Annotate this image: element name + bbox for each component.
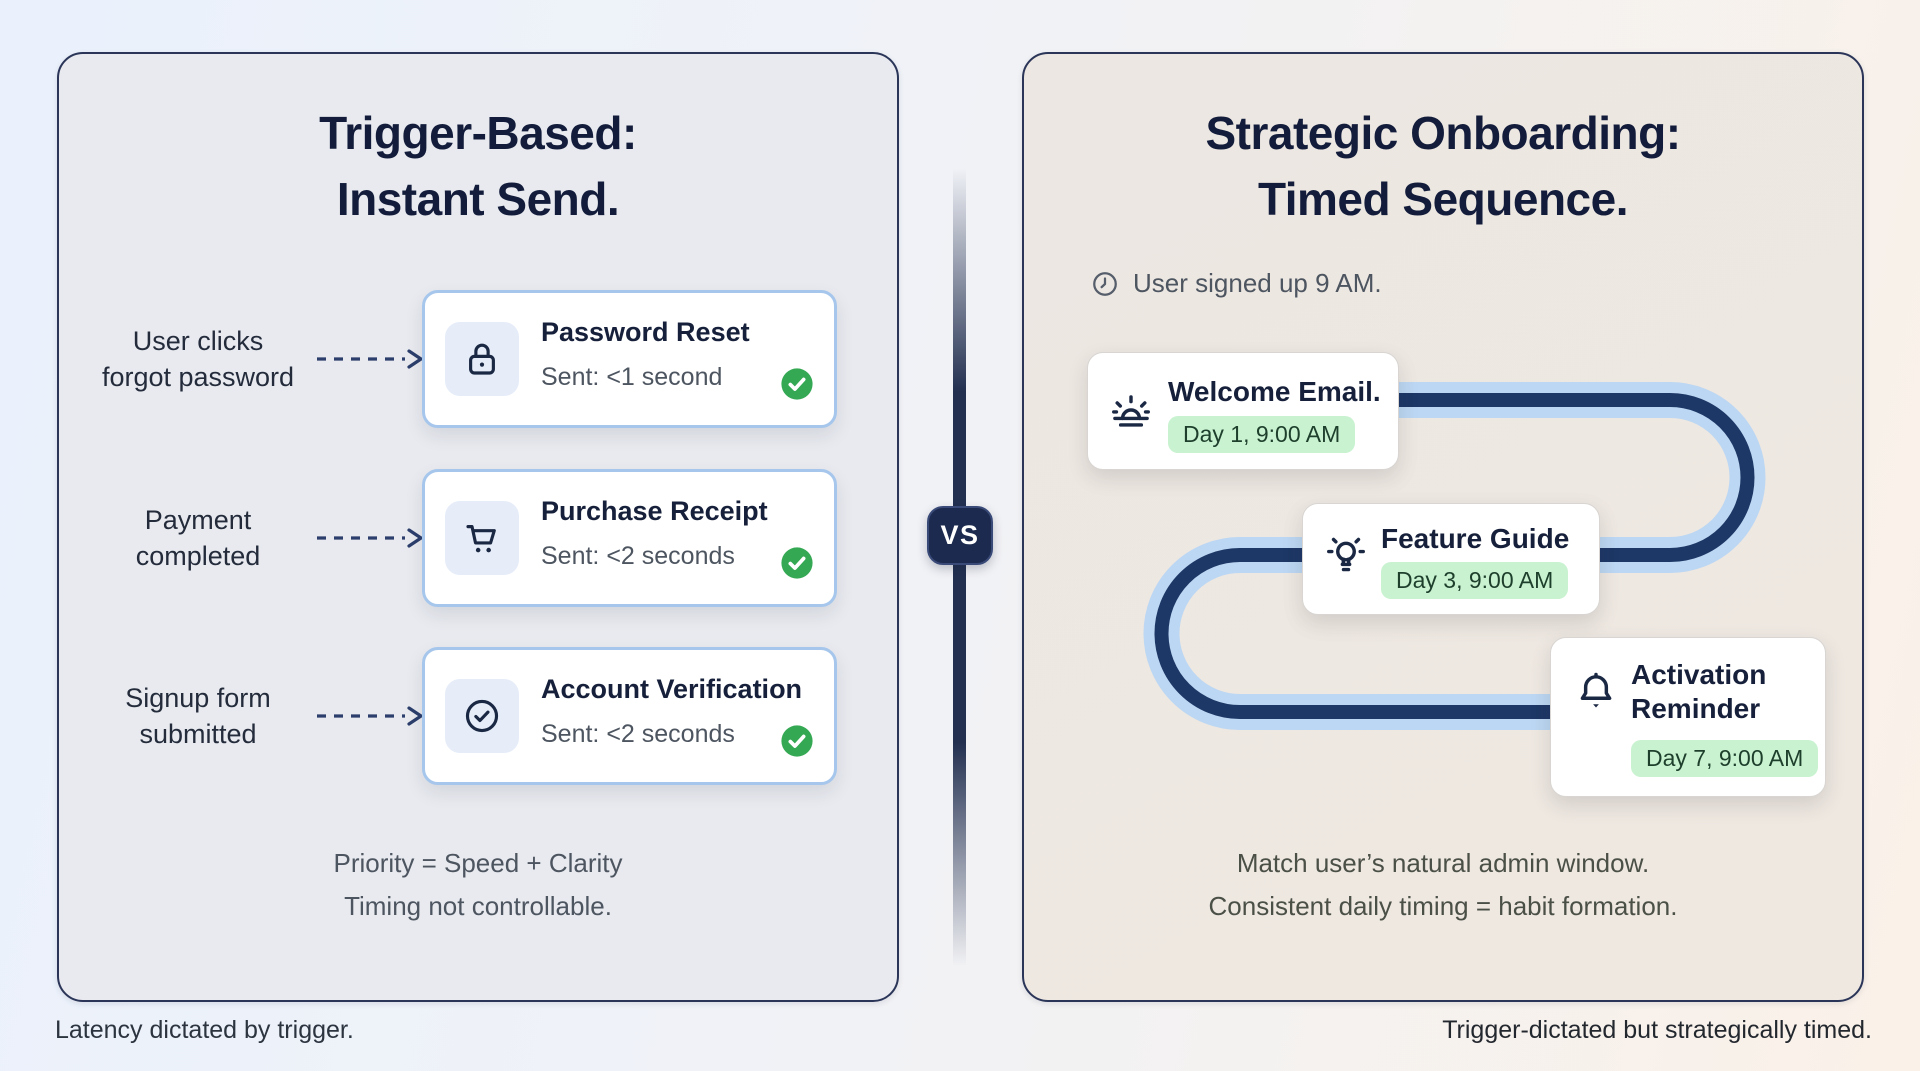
right-panel-title: Strategic Onboarding: Timed Sequence. (1024, 100, 1862, 232)
cart-icon (445, 501, 519, 575)
trigger-label-line1: User clicks (132, 326, 264, 356)
check-badge-icon (780, 724, 814, 758)
dashed-arrow-icon (315, 704, 425, 728)
step-title: Welcome Email. (1168, 376, 1381, 407)
email-card-account-verification: Account Verification Sent: <2 seconds (422, 647, 837, 785)
left-title-line2: Instant Send. (336, 173, 620, 225)
left-panel-title: Trigger-Based: Instant Send. (59, 100, 897, 232)
email-card-title: Password Reset (541, 317, 750, 347)
trigger-label: Payment completed (73, 502, 323, 574)
trigger-label-line1: Payment (144, 505, 252, 535)
check-circle-icon (445, 679, 519, 753)
trigger-label: Signup form submitted (73, 680, 323, 752)
left-panel-footnote: Priority = Speed + Clarity Timing not co… (59, 842, 897, 928)
right-footnote-line1: Match user’s natural admin window. (1236, 848, 1650, 878)
check-badge-icon (780, 367, 814, 401)
dashed-arrow-icon (315, 347, 425, 371)
footer-note-left: Latency dictated by trigger. (55, 1016, 354, 1044)
trigger-row-purchase-receipt: Payment completed Purchase Receipt Sent:… (59, 469, 897, 607)
trigger-label-line2: forgot password (101, 362, 295, 392)
step-title: Feature Guide (1381, 523, 1570, 554)
right-panel-footnote: Match user’s natural admin window. Consi… (1024, 842, 1862, 928)
trigger-label: User clicks forgot password (73, 323, 323, 395)
email-card-title: Account Verification (541, 674, 803, 704)
email-card-subtitle: Sent: <2 seconds (541, 542, 735, 570)
step-day-badge: Day 3, 9:00 AM (1381, 562, 1569, 599)
step-day-badge: Day 1, 9:00 AM (1168, 416, 1356, 453)
right-title-line1: Strategic Onboarding: (1205, 107, 1681, 159)
left-footnote-line1: Priority = Speed + Clarity (333, 848, 623, 878)
email-card-subtitle: Sent: <2 seconds (541, 720, 735, 748)
email-card-title: Purchase Receipt (541, 496, 768, 526)
signup-note-text: User signed up 9 AM. (1133, 268, 1382, 298)
left-footnote-line2: Timing not controllable. (344, 891, 612, 921)
clock-icon (1090, 269, 1120, 299)
trigger-based-panel: Trigger-Based: Instant Send. User clicks… (57, 52, 899, 1002)
trigger-row-password-reset: User clicks forgot password Password Res… (59, 290, 897, 428)
signup-note: User signed up 9 AM. (1090, 268, 1382, 299)
strategic-onboarding-panel: Strategic Onboarding: Timed Sequence. Us… (1022, 52, 1864, 1002)
email-card-password-reset: Password Reset Sent: <1 second (422, 290, 837, 428)
step-title: Activation Reminder (1631, 659, 1767, 724)
check-badge-icon (780, 546, 814, 580)
email-card-subtitle: Sent: <1 second (541, 363, 723, 391)
trigger-row-account-verification: Signup form submitted Account Verificati… (59, 647, 897, 785)
step-card-welcome-email: Welcome Email. Day 1, 9:00 AM (1087, 352, 1399, 470)
vs-badge: VS (927, 506, 993, 565)
sunrise-icon (1108, 387, 1154, 438)
center-divider-line (953, 168, 966, 966)
dashed-arrow-icon (315, 526, 425, 550)
trigger-label-line2: submitted (139, 719, 257, 749)
email-card-purchase-receipt: Purchase Receipt Sent: <2 seconds (422, 469, 837, 607)
lightbulb-icon (1323, 532, 1369, 583)
left-title-line1: Trigger-Based: (319, 107, 637, 159)
bell-icon (1573, 668, 1619, 719)
trigger-label-line2: completed (135, 541, 261, 571)
trigger-label-line1: Signup form (125, 683, 271, 713)
right-title-line2: Timed Sequence. (1257, 173, 1629, 225)
footer-note-right: Trigger-dictated but strategically timed… (1442, 1016, 1872, 1044)
right-footnote-line2: Consistent daily timing = habit formatio… (1208, 891, 1678, 921)
step-card-activation-reminder: Activation Reminder Day 7, 9:00 AM (1550, 637, 1826, 797)
step-card-feature-guide: Feature Guide Day 3, 9:00 AM (1302, 503, 1600, 615)
lock-icon (445, 322, 519, 396)
step-day-badge: Day 7, 9:00 AM (1631, 740, 1819, 777)
